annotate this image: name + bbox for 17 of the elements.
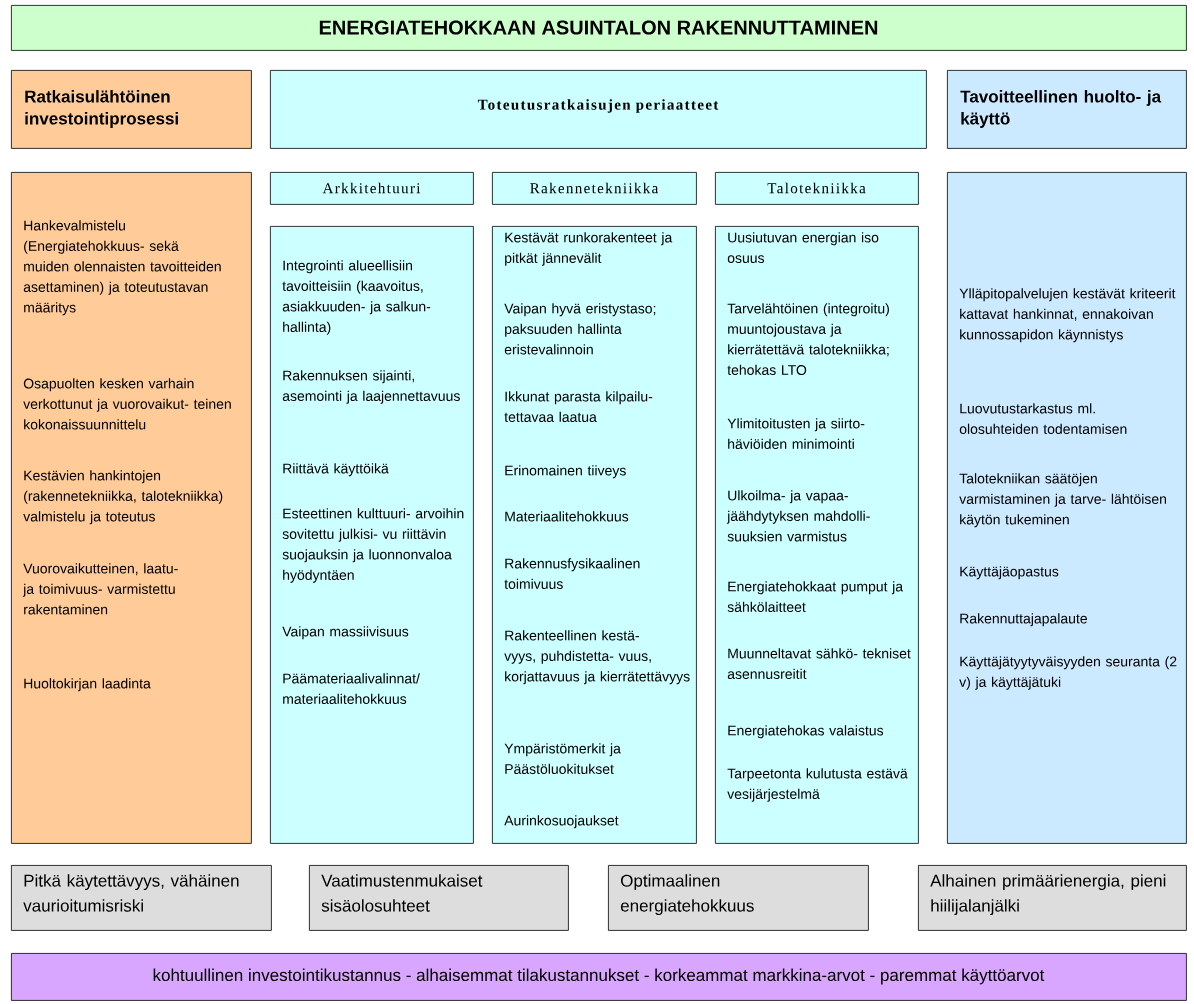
column-header: Talotekniikka bbox=[715, 172, 919, 205]
header-box: Toteutusratkaisujen periaatteet bbox=[270, 70, 927, 149]
column-header: Rakennetekniikka bbox=[492, 172, 697, 205]
outcome-box: Alhainen primäärienergia, pieni hiilijalanjälki bbox=[918, 865, 1187, 931]
header-box: Tavoitteellinen huolto- ja käyttö bbox=[947, 70, 1187, 149]
title-banner: ENERGIATEHOKKAAN ASUINTALON RAKENNUTTAMINEN bbox=[11, 5, 1187, 51]
list-panel: Hankevalmistelu (Energiatehokkuus- sekä muiden olennaisten tavoitteiden asettaminen) ja toteutustavan määritys Osapuolten kesken varhain verkottunut ja vuorovaikut- teinen kokonaissuunnittelu Kestävien hankintojen (rakennetekniikka, talotekniikka) valmistelu ja toteutus Vuorovaikutteinen, laatu- ja toimivuus- varmistettu rakentaminen Huoltokirjan laadinta bbox=[11, 172, 252, 844]
list-panel: Uusiutuvan energian iso osuus Tarvelähtöinen (integroitu) muuntojoustava ja kierrätettävä talotekniikka; tehokas LTO Ylimitoitusten ja siirto- häviöiden minimointi Ulkoilma- ja vapaa- jäähdytyksen mahdolli- suuksien varmistus Energiatehokkaat pumput ja sähkölaitteet Muunneltavat sähkö- tekniset asennusreitit Energiatehokas valaistus Tarpeetonta kulutusta estävä vesijärjestelmä bbox=[715, 226, 919, 844]
outcome-box: Optimaalinen energiatehokkuus bbox=[608, 865, 869, 931]
benefit-banner: kohtuullinen investointikustannus - alhaisemmat tilakustannukset - korkeammat markkina-arvot - paremmat käyttöarvot bbox=[11, 953, 1187, 1001]
header-box: Ratkaisulähtöinen investointiprosessi bbox=[11, 70, 252, 149]
list-panel: Kestävät runkorakenteet ja pitkät jännevälit Vaipan hyvä eristystaso; paksuuden hallinta eristevalinnoin Ikkunat parasta kilpailu- tettavaa laatua Erinomainen tiiveys Materiaalitehokkuus Rakennusfysikaalinen toimivuus Rakenteellinen kestä- vyys, puhdistetta- vuus, korjattavuus ja kierrätettävyys Ympäristömerkit ja Päästöluokitukset Aurinkosuojaukset bbox=[492, 226, 697, 844]
list-panel: Ylläpitopalvelujen kestävät kriteerit kattavat hankinnat, ennakoivan kunnossapidon käynnistys Luovutustarkastus ml. olosuhteiden todentamisen Talotekniikan säätöjen varmistaminen ja tarve- lähtöisen käytön tukeminen Käyttäjäopastus Rakennuttajapalaute Käyttäjätyytyväisyyden seuranta (2 v) ja käyttäjätuki bbox=[947, 172, 1187, 844]
column-header: Arkkitehtuuri bbox=[270, 172, 474, 205]
outcome-box: Vaatimustenmukaiset sisäolosuhteet bbox=[309, 865, 569, 931]
list-panel: Integrointi alueellisiin tavoitteisiin (kaavoitus, asiakkuuden- ja salkun- hallinta) Rakennuksen sijainti, asemointi ja laajennettavuus Riittävä käyttöikä Esteettinen kulttuuri- arvoihin sovitettu julkisi- vu riittävin suojauksin ja luonnonvaloa hyödyntäen Vaipan massiivisuus Päämateriaalivalinnat/ materiaalitehokkuus bbox=[270, 226, 474, 844]
outcome-box: Pitkä käytettävyys, vähäinen vaurioitumisriski bbox=[11, 865, 272, 931]
